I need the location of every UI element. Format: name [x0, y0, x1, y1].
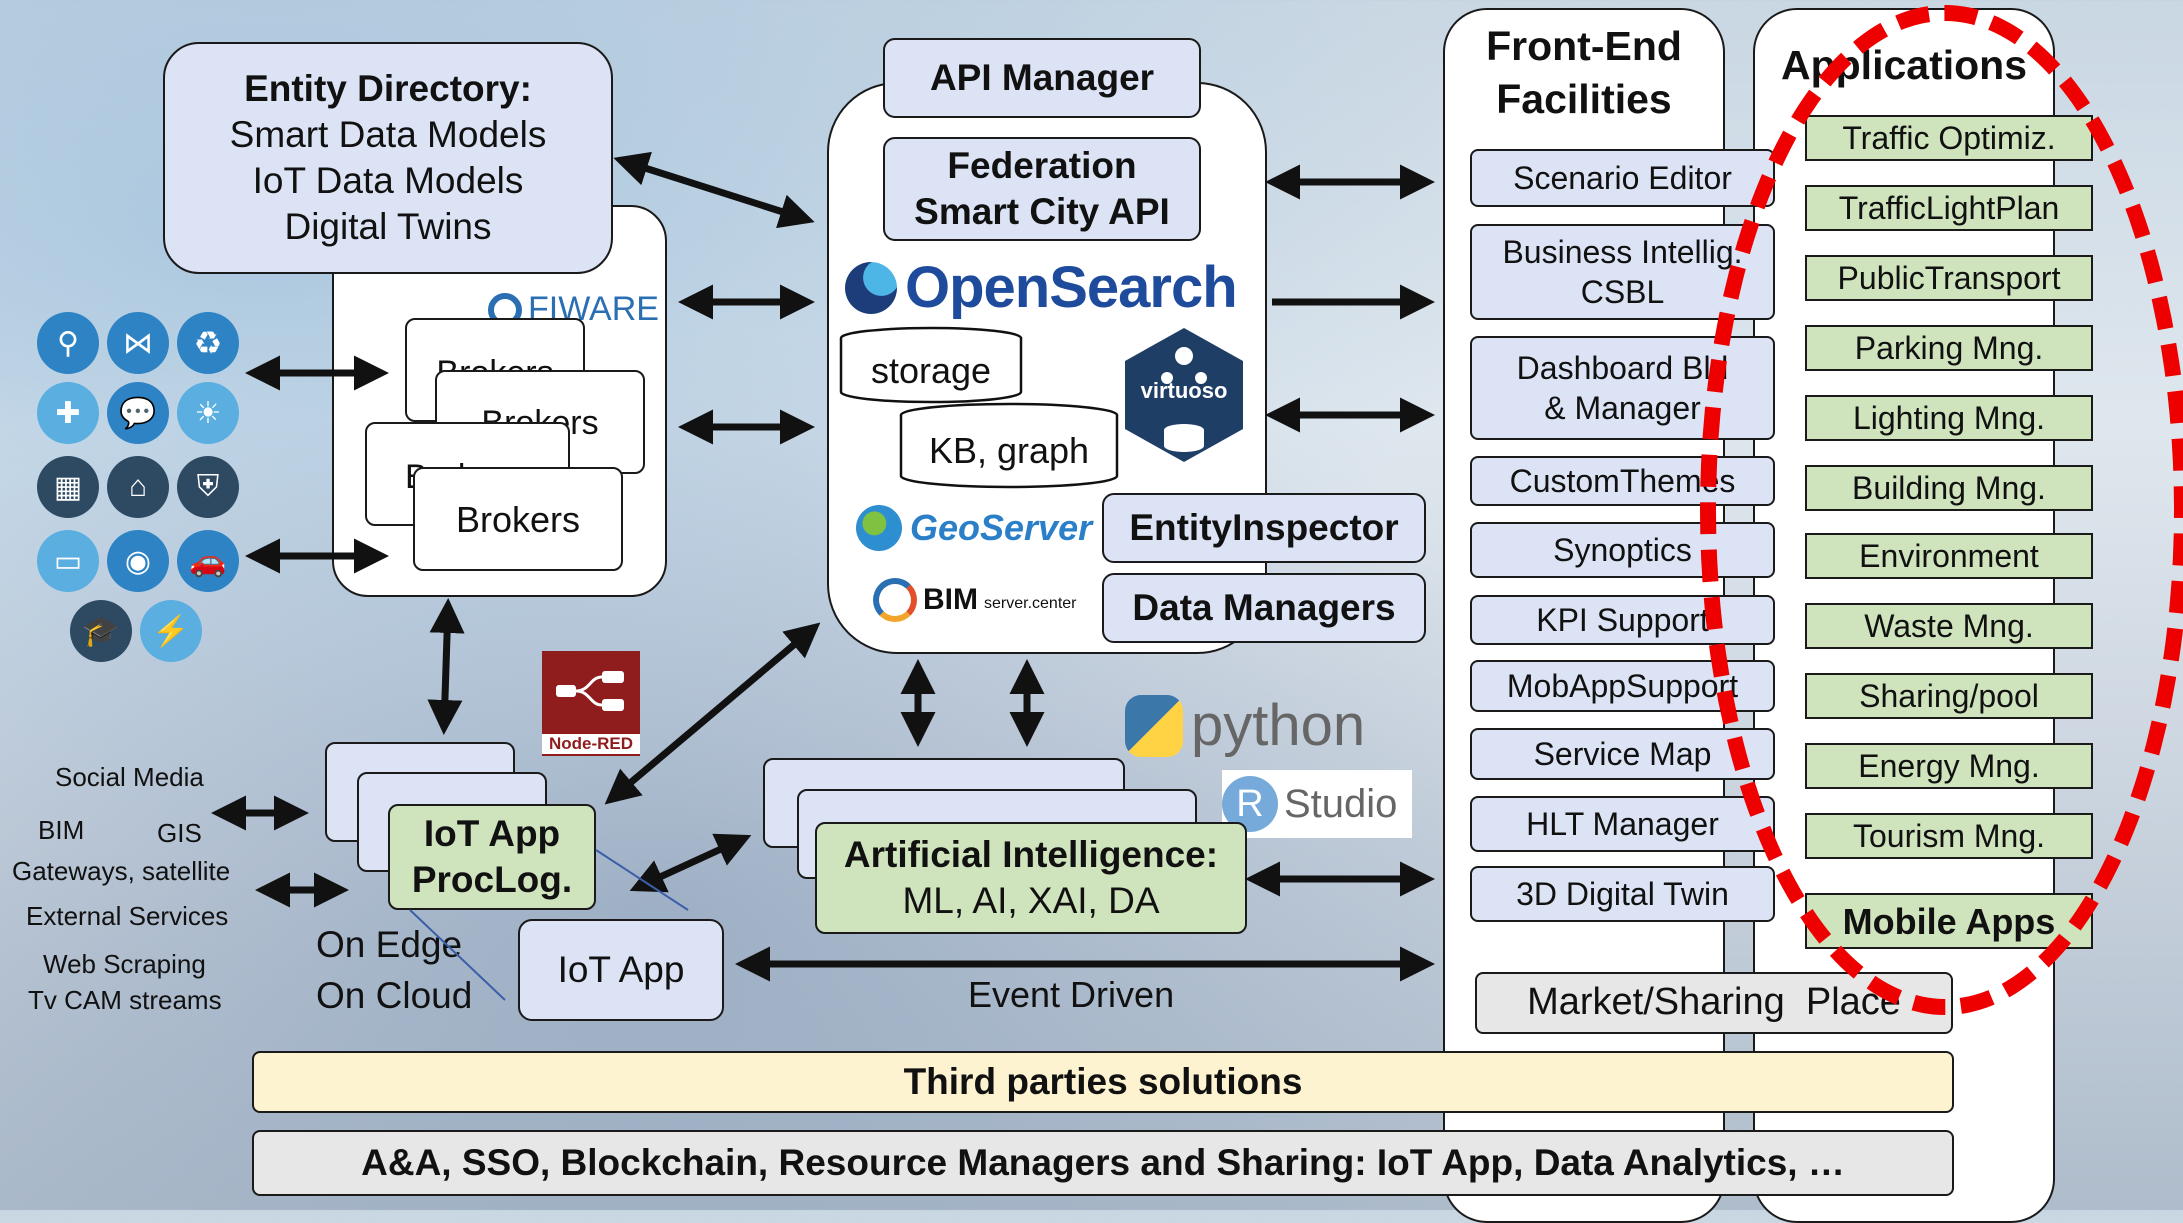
graduation-cap-icon: 🎓 [70, 600, 132, 662]
water-tap-icon: ⚲ [37, 312, 99, 374]
ai-sub: ML, AI, XAI, DA [902, 880, 1160, 921]
frontend-item-label: CustomThemes [1509, 463, 1736, 499]
rstudio-label: Studio [1284, 781, 1398, 826]
frontend-item-label: Service Map [1533, 736, 1712, 772]
frontend-item-scenario-editor[interactable]: Scenario Editor [1470, 149, 1775, 207]
frontend-item-label: Scenario Editor [1513, 160, 1732, 196]
python-label: python [1191, 693, 1366, 758]
arrow-platform-to-iot-proclog [604, 622, 821, 805]
entity-directory-line: Digital Twins [284, 206, 492, 248]
data-managers-box[interactable]: Data Managers [1102, 573, 1426, 643]
iot-proclog-line: ProcLog. [411, 859, 573, 900]
entity-inspector-label: EntityInspector [1129, 506, 1399, 548]
geoserver-logo: GeoServer [856, 505, 1092, 551]
medical-kit-icon: ✚ [37, 382, 99, 444]
r-circle-icon: R [1222, 776, 1278, 832]
virtuoso-logo [1125, 328, 1243, 462]
laptop-icon: ▭ [37, 530, 99, 592]
third-parties-label: Third parties solutions [903, 1060, 1303, 1102]
source-scraping: Web Scraping [43, 949, 206, 979]
storage-cylinder [839, 326, 1023, 404]
python-snake-icon [1125, 694, 1183, 757]
opensearch-icon [845, 261, 897, 314]
api-manager-box[interactable]: API Manager [883, 38, 1201, 118]
frontend-item-label: Dashboard Bld & Manager [1516, 350, 1729, 426]
opensearch-label: OpenSearch [905, 255, 1238, 320]
arrow-brokers-to-iot [427, 598, 465, 735]
light-bulb-icon: ☀ [177, 382, 239, 444]
ai-title: Artificial Intelligence: [843, 833, 1219, 875]
broker-card[interactable]: Brokers [413, 467, 623, 571]
federation-line: Federation [947, 144, 1137, 186]
shield-icon: ⛨ [177, 456, 239, 518]
network-icon: ⋈ [107, 312, 169, 374]
security-sharing-label: A&A, SSO, Blockchain, Resource Managers … [361, 1141, 1845, 1183]
car-icon: 🚗 [177, 530, 239, 592]
arrow-directory-to-federation [613, 151, 815, 229]
ai-box[interactable]: Artificial Intelligence: ML, AI, XAI, DA [815, 822, 1247, 934]
bimserver-logo: BIM server.center [873, 578, 1076, 622]
opensearch-logo: OpenSearch [845, 254, 1238, 321]
source-social-media: Social Media [55, 762, 204, 792]
virtuoso-label: virtuoso [1140, 378, 1228, 403]
iot-app-box[interactable]: IoT App [518, 919, 724, 1021]
iot-app-label: IoT App [557, 948, 685, 990]
entity-directory-line: IoT Data Models [252, 160, 524, 201]
frontend-title-line: Front-End [1486, 23, 1682, 69]
arrow-ai-to-iot [629, 833, 752, 893]
frontend-item-label: HLT Manager [1526, 806, 1719, 842]
entity-inspector-box[interactable]: EntityInspector [1102, 493, 1426, 563]
kb-graph-cylinder [899, 402, 1119, 489]
market-sharing-label: Market/Sharing Place [1527, 981, 1901, 1024]
globe-icon [856, 505, 902, 551]
bim-sub-label: server.center [984, 595, 1077, 612]
python-logo: python [1125, 692, 1365, 759]
on-edge-label: On Edge [316, 924, 463, 965]
on-cloud-label: On Cloud [316, 975, 473, 1016]
thin-connector-edge [409, 909, 506, 1001]
recycle-icon: ♻ [177, 312, 239, 374]
lightning-icon: ⚡ [140, 600, 202, 662]
source-tvcam: Tv CAM streams [28, 985, 222, 1015]
federation-line: Smart City API [914, 191, 1170, 232]
broker-label: Brokers [455, 498, 581, 540]
frontend-title: Front-End Facilities [1443, 20, 1725, 127]
api-manager-label: API Manager [929, 56, 1155, 98]
kb-graph-label: KB, graph [928, 430, 1090, 471]
chat-icon: 💬 [107, 382, 169, 444]
iot-proclog-box[interactable]: IoT App ProcLog. [388, 804, 596, 910]
iot-proclog-line: IoT App [423, 812, 561, 854]
thin-connector-proclog [595, 849, 689, 911]
entity-directory-box[interactable]: Entity Directory: Smart Data Models IoT … [163, 42, 613, 274]
source-bim: BIM [38, 815, 85, 845]
bim-label: BIM [923, 583, 978, 616]
frontend-title-line: Facilities [1496, 76, 1672, 123]
source-gateways: Gateways, satellite [12, 856, 231, 886]
bim-knot-icon [873, 578, 917, 622]
frontend-item-hlt-manager[interactable]: HLT Manager [1470, 796, 1775, 852]
frontend-item-label: Synoptics [1553, 532, 1692, 568]
data-managers-label: Data Managers [1132, 586, 1396, 628]
smart-home-icon: ⌂ [107, 456, 169, 518]
source-gis: GIS [157, 818, 202, 848]
security-sharing-bar[interactable]: A&A, SSO, Blockchain, Resource Managers … [252, 1130, 1954, 1196]
geoserver-label: GeoServer [910, 507, 1093, 548]
frontend-item-label: KPI Support [1536, 602, 1709, 638]
frontend-item-service-map[interactable]: Service Map [1470, 728, 1775, 780]
third-parties-bar[interactable]: Third parties solutions [252, 1051, 1954, 1113]
source-external: External Services [26, 901, 229, 931]
entity-directory-line: Smart Data Models [229, 113, 547, 155]
frontend-item-label: MobAppSupport [1506, 668, 1739, 704]
frontend-item-label: 3D Digital Twin [1516, 876, 1729, 912]
cctv-camera-icon: ◉ [107, 530, 169, 592]
storage-label: storage [870, 350, 992, 391]
frontend-item-3d-digital-twin[interactable]: 3D Digital Twin [1470, 866, 1775, 922]
federation-box[interactable]: Federation Smart City API [883, 137, 1201, 241]
building-icon: ▦ [37, 456, 99, 518]
entity-directory-title: Entity Directory: [244, 67, 532, 109]
frontend-item-label: Business Intellig. CSBL [1502, 234, 1743, 310]
rstudio-logo: R Studio [1222, 770, 1412, 838]
applications-highlight-oval [1700, 5, 2183, 1015]
